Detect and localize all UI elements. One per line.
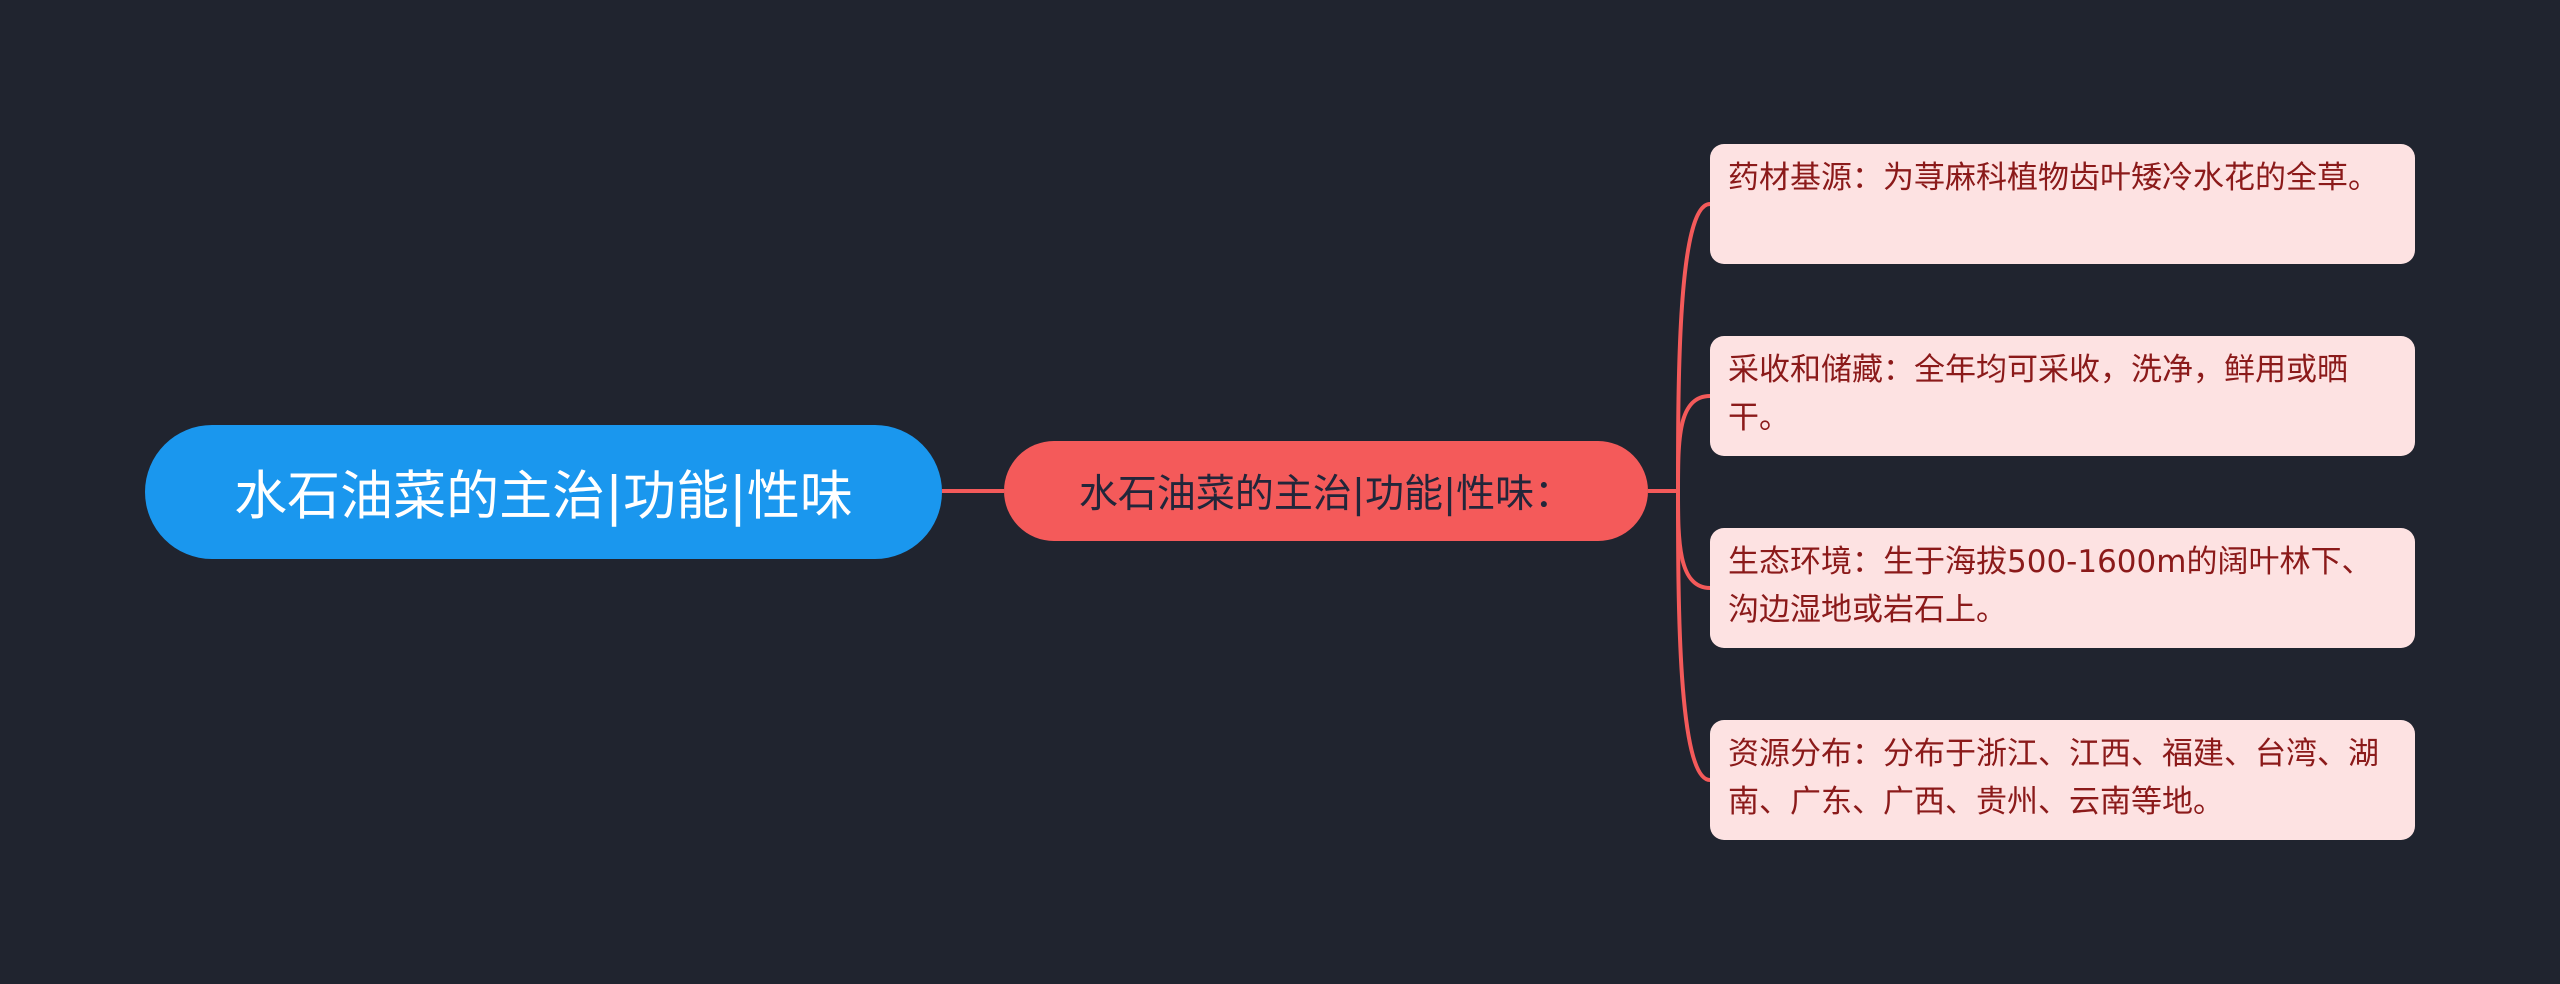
leaf-node-harvest[interactable]: 采收和储藏：全年均可采收，洗净，鲜用或晒干。 [1710,336,2415,456]
topic-node[interactable]: 水石油菜的主治|功能|性味： [1004,441,1648,541]
root-node-label: 水石油菜的主治|功能|性味 [234,466,853,527]
branch-connector-2 [1676,394,1711,492]
root-node[interactable]: 水石油菜的主治|功能|性味 [145,425,942,559]
leaf-node-habitat[interactable]: 生态环境：生于海拔500-1600m的阔叶林下、沟边湿地或岩石上。 [1710,528,2415,648]
topic-node-label: 水石油菜的主治|功能|性味： [1078,472,1574,517]
leaf-node-label: 采收和储藏：全年均可采收，洗净，鲜用或晒干。 [1728,352,2348,436]
leaf-node-label: 生态环境：生于海拔500-1600m的阔叶林下、沟边湿地或岩石上。 [1728,544,2373,628]
branch-connector-4 [1676,490,1711,782]
leaf-node-label: 药材基源：为荨麻科植物齿叶矮冷水花的全草。 [1728,160,2379,196]
leaf-node-label: 资源分布：分布于浙江、江西、福建、台湾、湖南、广东、广西、贵州、云南等地。 [1728,736,2379,820]
branch-connector-3 [1676,490,1711,590]
leaf-node-distribution[interactable]: 资源分布：分布于浙江、江西、福建、台湾、湖南、广东、广西、贵州、云南等地。 [1710,720,2415,840]
leaf-node-source[interactable]: 药材基源：为荨麻科植物齿叶矮冷水花的全草。 [1710,144,2415,264]
branch-connector-1 [1676,202,1711,492]
